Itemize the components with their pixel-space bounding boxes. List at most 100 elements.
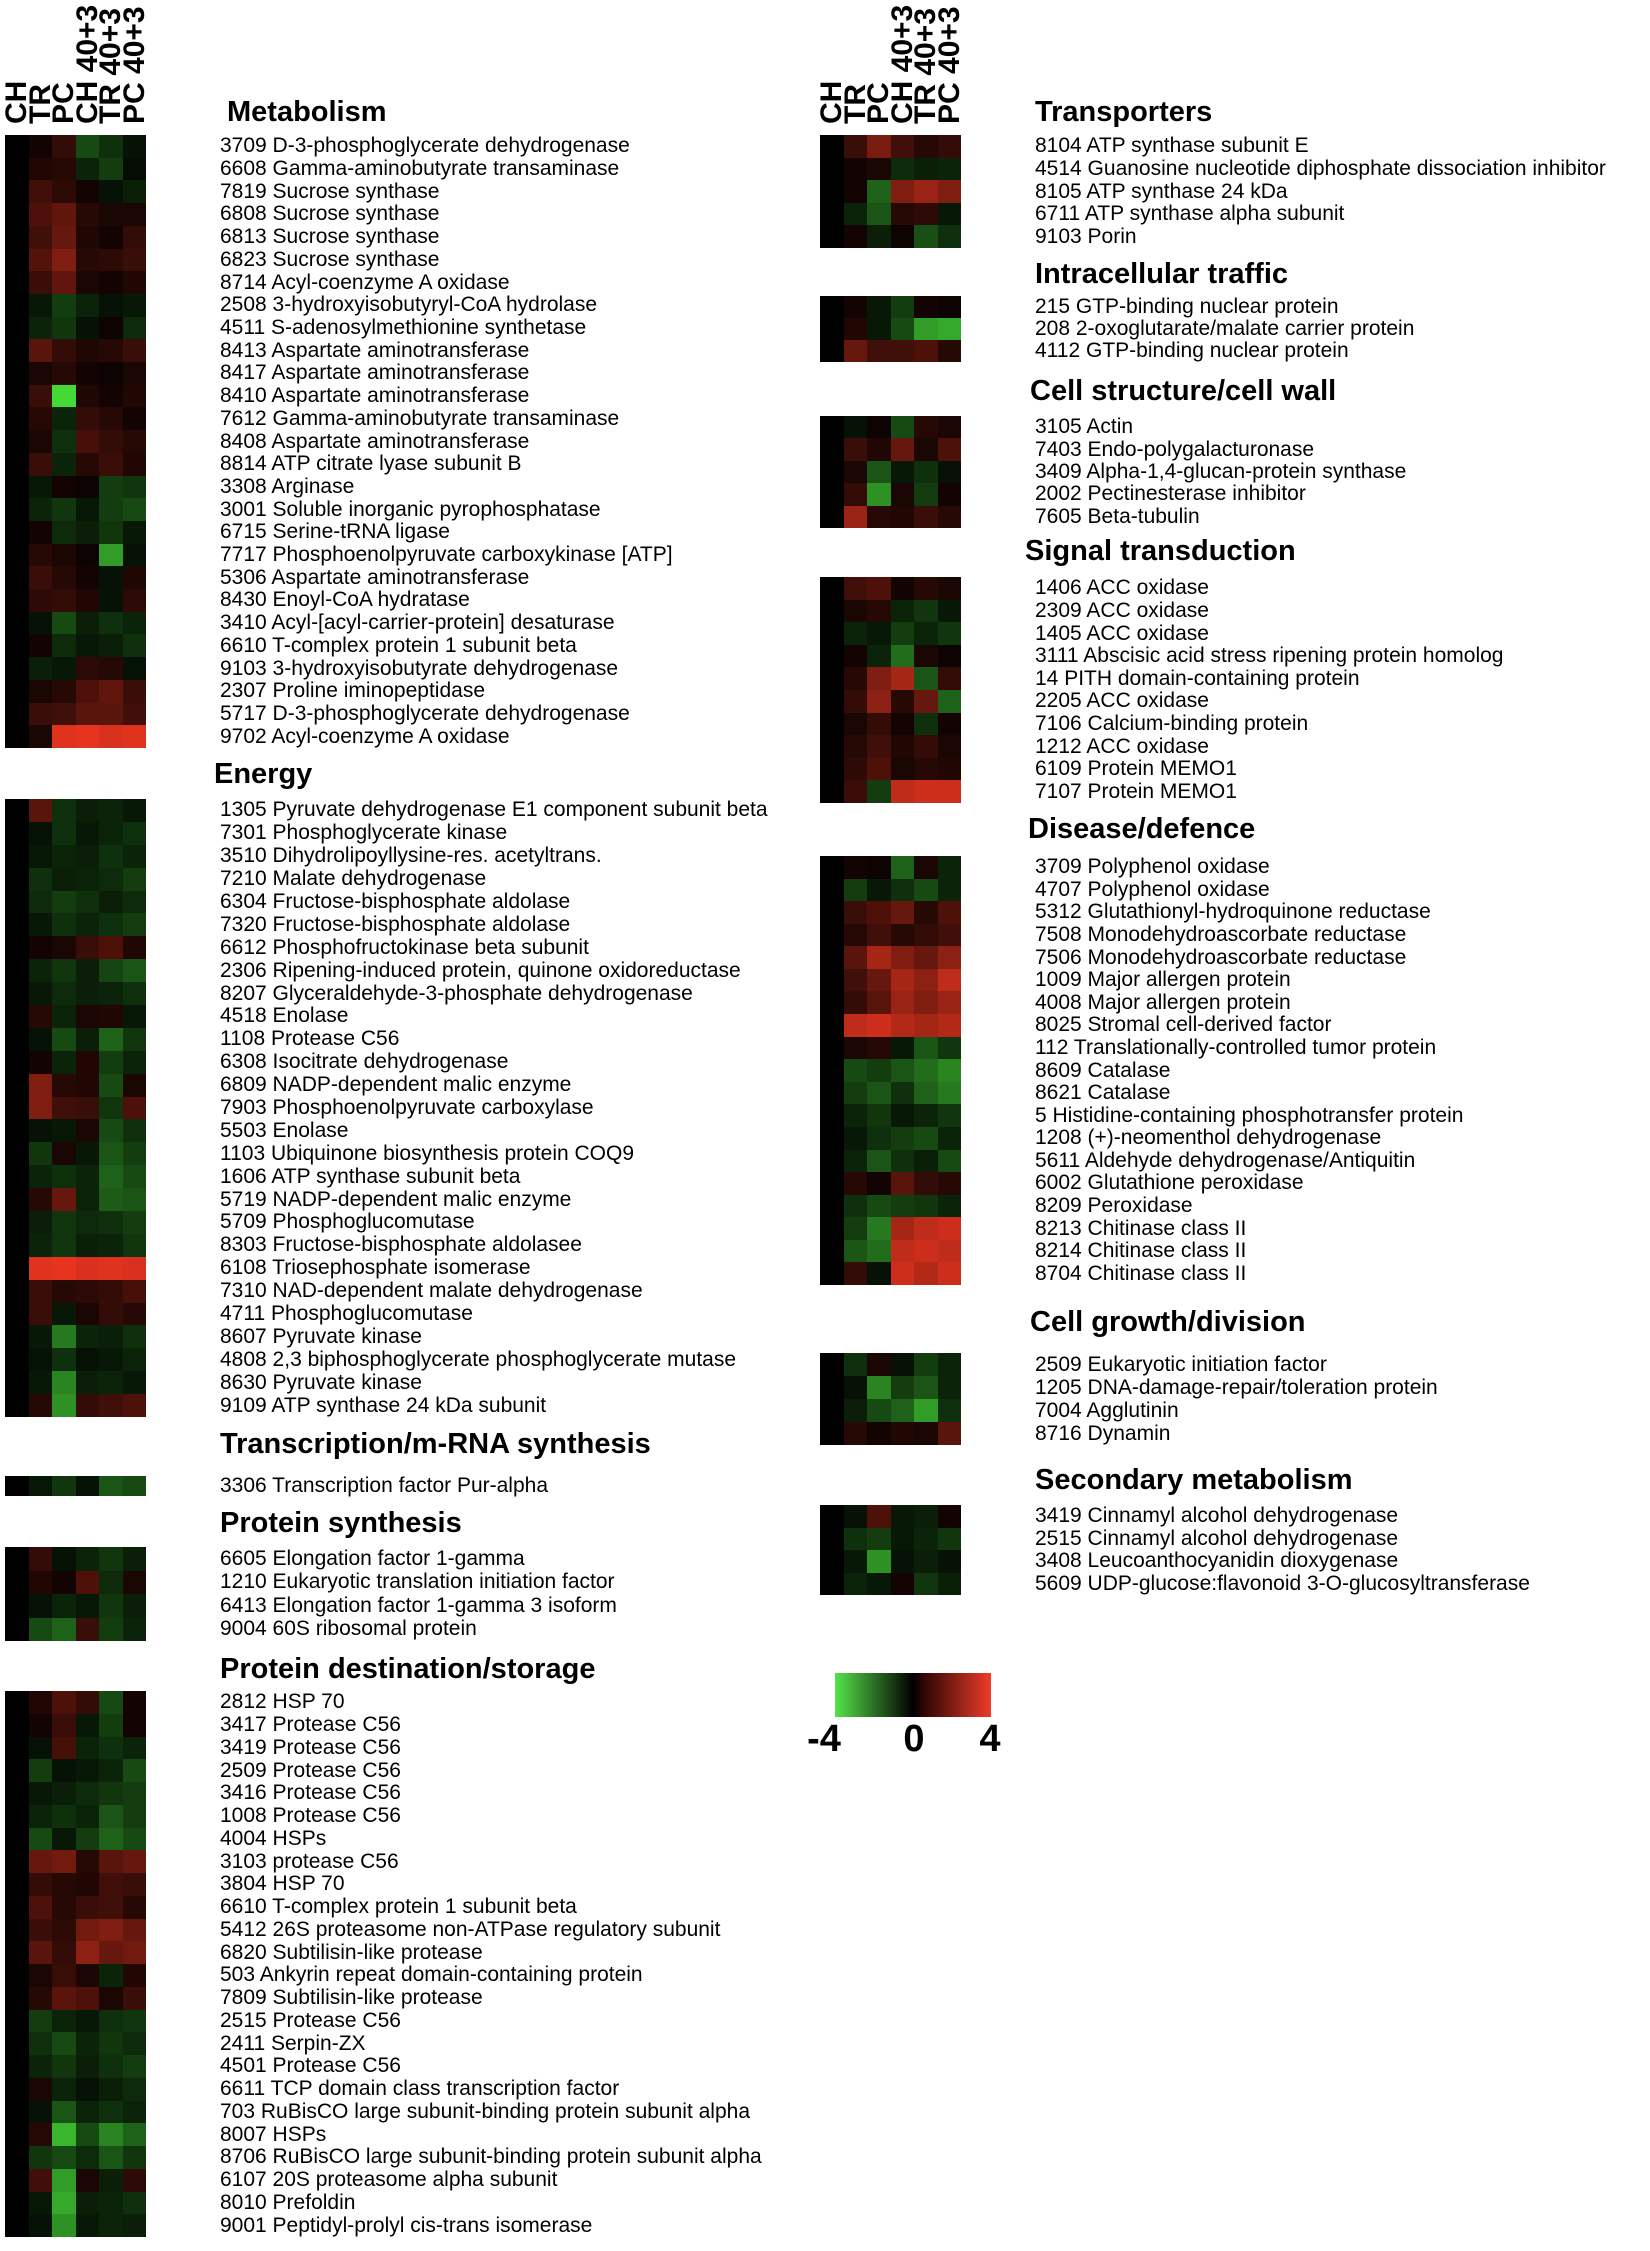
heatmap-cell	[843, 1036, 868, 1060]
heatmap-cell	[867, 1104, 891, 1128]
heatmap-cell	[937, 1194, 962, 1218]
heatmap-cell	[122, 2100, 147, 2124]
heatmap-cell	[5, 452, 29, 476]
heatmap-cell	[75, 679, 100, 703]
heatmap-cell	[122, 611, 147, 635]
heatmap-cell	[99, 844, 123, 869]
heatmap-cell	[52, 316, 76, 340]
heatmap-cell	[914, 483, 938, 506]
heatmap-cell	[5, 1570, 29, 1595]
heatmap-cell	[28, 2077, 53, 2101]
heatmap-cell	[28, 890, 53, 914]
heatmap-cell	[28, 1348, 53, 1372]
heatmap-cell	[52, 1476, 76, 1497]
heatmap-cell	[122, 1691, 147, 1715]
heatmap-cell	[99, 2100, 123, 2124]
heatmap-cell	[843, 438, 868, 462]
heatmap-cell	[937, 599, 962, 623]
heatmap-cell	[75, 2214, 100, 2238]
heatmap-cell	[890, 644, 915, 668]
row-label: 8706 RuBisCO large subunit-binding prote…	[220, 2145, 762, 2169]
heatmap-cell	[52, 1027, 76, 1052]
heatmap-cell	[28, 1547, 53, 1571]
heatmap-cell	[75, 1165, 100, 1189]
heatmap-cell	[937, 1376, 962, 1400]
heatmap-cell	[52, 293, 76, 318]
row-label: 1008 Protease C56	[220, 1804, 401, 1828]
heatmap-cell	[937, 735, 962, 759]
heatmap-cell	[914, 202, 938, 226]
heatmap-cell	[99, 725, 123, 749]
row-label: 3306 Transcription factor Pur-alpha	[220, 1474, 549, 1497]
heatmap-cell	[867, 1149, 891, 1173]
heatmap-cell	[937, 1217, 962, 1241]
heatmap-cell	[5, 1394, 29, 1418]
heatmap-cell	[99, 384, 123, 408]
heatmap-cell	[52, 2055, 76, 2079]
heatmap-block-energy	[5, 799, 147, 1418]
row-label: 8010 Prefoldin	[220, 2190, 356, 2214]
heatmap-cell	[99, 2214, 123, 2238]
heatmap-cell	[52, 1279, 76, 1303]
heatmap-cell	[99, 1476, 123, 1497]
heatmap-cell	[28, 821, 53, 846]
heatmap-cell	[937, 712, 962, 736]
heatmap-cell	[99, 248, 123, 272]
heatmap-cell	[75, 1211, 100, 1235]
row-label: 703 RuBisCO large subunit-binding protei…	[220, 2099, 751, 2123]
heatmap-cell	[5, 293, 29, 318]
heatmap-cell	[75, 1570, 100, 1595]
heatmap-cell	[52, 634, 76, 658]
row-label: 14 PITH domain-containing protein	[1035, 666, 1360, 690]
heatmap-cell	[52, 1050, 76, 1075]
heatmap-cell	[843, 735, 868, 759]
heatmap-cell	[890, 483, 915, 506]
heatmap-cell	[843, 577, 868, 600]
heatmap-cell	[820, 1036, 844, 1060]
heatmap-cell	[122, 634, 147, 658]
heatmap-cell	[937, 438, 962, 462]
heatmap-cell	[122, 1873, 147, 1897]
heatmap-cell	[820, 340, 844, 363]
heatmap-cell	[122, 1736, 147, 1760]
heatmap-cell	[820, 1262, 844, 1286]
heatmap-cell	[75, 2009, 100, 2033]
heatmap-cell	[867, 735, 891, 759]
heatmap-cell	[843, 599, 868, 623]
heatmap-cell	[5, 157, 29, 181]
heatmap-cell	[52, 589, 76, 613]
heatmap-cell	[99, 203, 123, 227]
row-label: 8607 Pyruvate kinase	[220, 1324, 422, 1348]
heatmap-cell	[820, 667, 844, 691]
section-title-protein-synthesis: Protein synthesis	[220, 1507, 462, 1539]
heatmap-cell	[820, 460, 844, 484]
heatmap-cell	[28, 1941, 53, 1965]
heatmap-cell	[75, 844, 100, 869]
heatmap-cell	[122, 1165, 147, 1189]
heatmap-cell	[52, 1736, 76, 1760]
heatmap-cell	[99, 821, 123, 846]
row-label: 1103 Ubiquinone biosynthesis protein COQ…	[220, 1141, 635, 1165]
heatmap-cell	[5, 1759, 29, 1783]
heatmap-cell	[75, 1873, 100, 1897]
heatmap-cell	[52, 1073, 76, 1097]
heatmap-cell	[28, 867, 53, 891]
row-label: 1205 DNA-damage-repair/toleration protei…	[1035, 1375, 1438, 1399]
heatmap-cell	[122, 520, 147, 545]
heatmap-cell	[28, 1096, 53, 1120]
heatmap-cell	[75, 566, 100, 590]
heatmap-cell	[937, 1505, 962, 1528]
heatmap-cell	[914, 780, 938, 804]
heatmap-cell	[75, 1325, 100, 1349]
row-label: 7506 Monodehydroascorbate reductase	[1035, 945, 1407, 969]
heatmap-cell	[52, 1142, 76, 1166]
heatmap-cell	[820, 1572, 844, 1596]
heatmap-cell	[52, 1211, 76, 1235]
heatmap-cell	[843, 667, 868, 691]
heatmap-cell	[843, 780, 868, 804]
heatmap-cell	[99, 1941, 123, 1965]
heatmap-cell	[75, 430, 100, 454]
row-label: 4008 Major allergen protein	[1035, 990, 1291, 1014]
row-label: 7310 NAD-dependent malate dehydrogenase	[220, 1279, 643, 1303]
heatmap-cell	[5, 339, 29, 363]
